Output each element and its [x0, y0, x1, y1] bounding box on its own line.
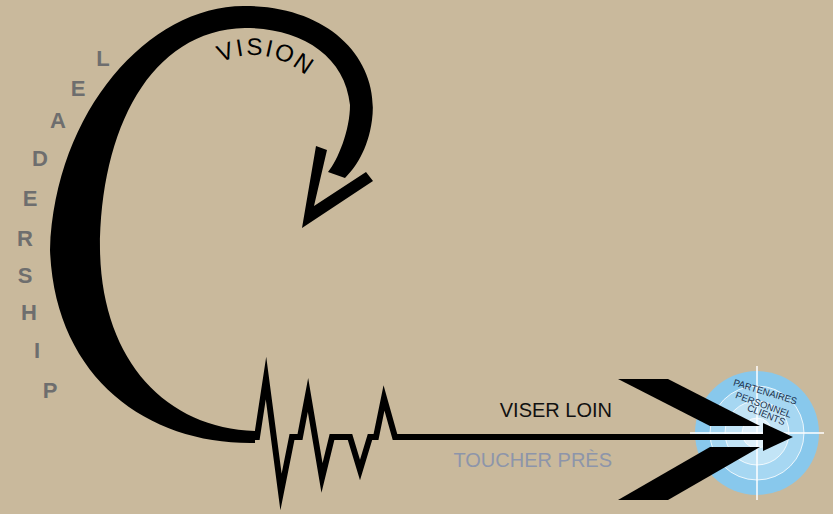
arc-word-path: VISION — [213, 33, 320, 81]
arc-word: VISION — [213, 33, 320, 81]
vertical-word: LEADERSHIP — [17, 46, 110, 403]
target-circle: PARTENAIRESPERSONNELCLIENTS — [695, 371, 819, 495]
arrow-head — [763, 423, 793, 451]
curved-swoosh — [50, 6, 373, 443]
motto-text: TOUCHER PRÈS — [453, 449, 612, 472]
arrow-fletch — [618, 447, 760, 500]
target — [690, 366, 824, 500]
swoosh-arrowhead — [302, 146, 373, 228]
motto-text: VISER LOIN — [500, 399, 612, 422]
